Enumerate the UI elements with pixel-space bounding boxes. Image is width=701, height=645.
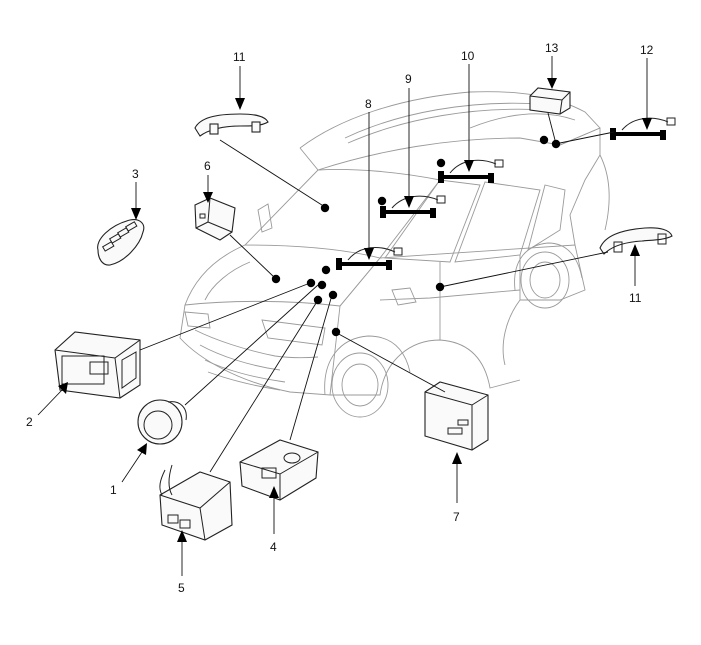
antenna-12 (610, 117, 676, 140)
antenna-9 (380, 195, 446, 218)
callout-label-12: 12 (640, 43, 654, 57)
callout-label-6: 6 (204, 159, 211, 173)
vehicle-outline (179, 91, 610, 418)
callout-label-8: 8 (365, 97, 372, 111)
callout-label-2: 2 (26, 415, 33, 429)
callout-label-5: 5 (178, 581, 185, 595)
smart-key-fob (97, 219, 145, 266)
callout-label-11-top: 11 (233, 50, 246, 64)
callout-label-1: 1 (110, 483, 117, 497)
receiver-module (239, 439, 319, 501)
callout-label-11-right: 11 (629, 291, 642, 305)
start-stop-button (137, 399, 187, 445)
callout-label-4: 4 (270, 540, 277, 554)
callout-label-7: 7 (453, 510, 460, 524)
outside-door-handle-right (599, 227, 673, 255)
body-control-module (424, 381, 489, 451)
callout-label-13: 13 (545, 41, 559, 55)
callout-label-9: 9 (405, 72, 412, 86)
leader-lines (139, 112, 615, 473)
callout-label-3: 3 (132, 167, 139, 181)
outside-door-handle-left (194, 113, 269, 137)
callout-label-10: 10 (461, 49, 475, 63)
interior-light-module (529, 87, 571, 115)
callouts: 11 3 6 8 9 10 13 12 11 (26, 41, 654, 595)
start-stop-button-housing (54, 331, 141, 399)
smart-key-unit-module (194, 197, 236, 241)
control-unit-with-connectors (159, 464, 233, 541)
antenna-8 (336, 247, 403, 270)
location-dots (271, 135, 561, 337)
